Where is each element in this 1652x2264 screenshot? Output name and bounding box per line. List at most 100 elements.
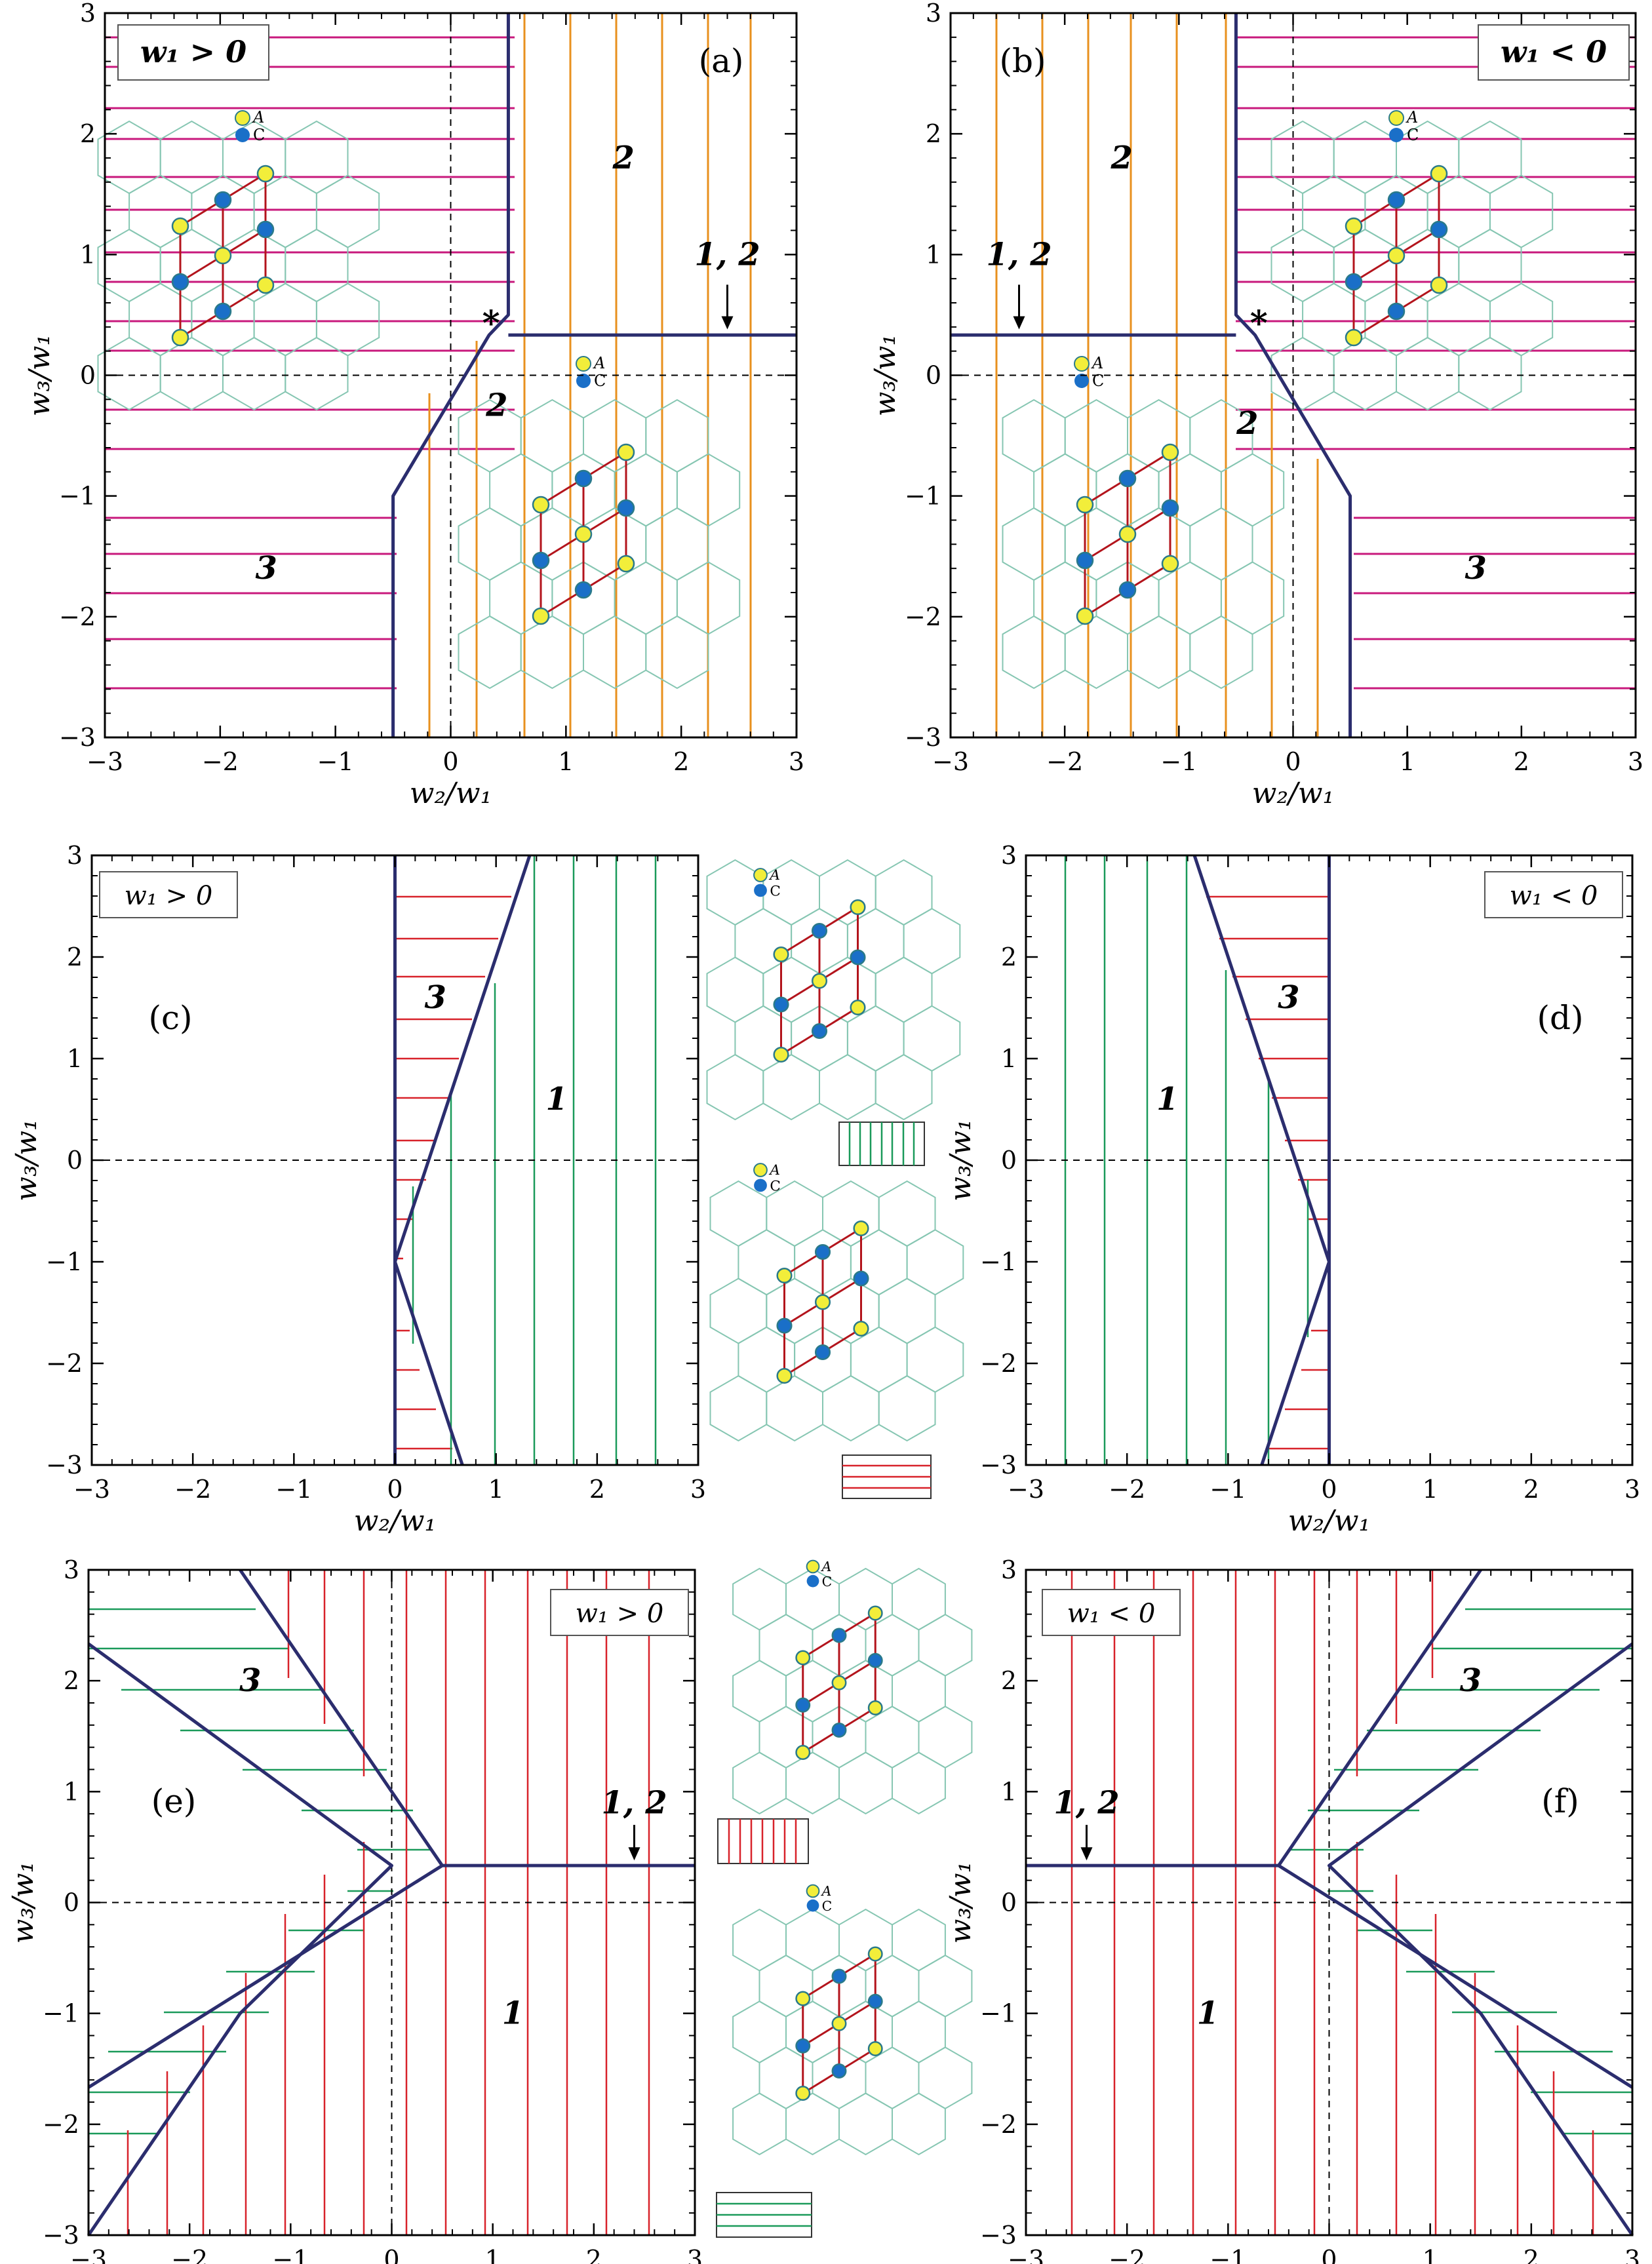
- region-label: 3: [255, 550, 277, 587]
- y-tick-label: 1: [1001, 1044, 1017, 1073]
- hex-cell: [838, 2092, 893, 2156]
- atoms: [1076, 443, 1179, 625]
- legend-atom-c: [754, 1179, 767, 1192]
- hex-cell: [892, 1751, 946, 1815]
- y-tick-label: −1: [980, 1999, 1017, 2028]
- legend-label-a: A: [768, 867, 780, 884]
- atom-a: [1161, 443, 1179, 461]
- atom-a: [776, 1367, 793, 1384]
- atoms: [795, 1605, 883, 1760]
- atom-c: [811, 1023, 828, 1040]
- hex-cell: [520, 507, 584, 581]
- x-tick-label: −2: [1046, 747, 1083, 776]
- legend-atom-a: [806, 1884, 820, 1898]
- region-label: 1, 2: [601, 1784, 667, 1821]
- atom-a: [256, 276, 275, 294]
- condition-box: [1042, 1589, 1181, 1636]
- y-tick-label: −2: [59, 602, 96, 631]
- atom-c: [814, 1243, 831, 1260]
- atom-c: [795, 1697, 811, 1713]
- hex-cell: [1189, 615, 1253, 690]
- region-label: *: [482, 303, 500, 343]
- legend-atom-c: [806, 1899, 819, 1912]
- x-tick-label: −2: [171, 2245, 208, 2264]
- hex-grid: [458, 399, 741, 690]
- x-tick-label: 2: [589, 1475, 605, 1504]
- hex-cell: [762, 956, 820, 1023]
- region-label: 3: [424, 979, 446, 1016]
- hex-cell: [1002, 399, 1066, 473]
- atom-c: [617, 499, 635, 517]
- hex-cell: [758, 1954, 814, 2018]
- legend-label-a: A: [252, 108, 264, 127]
- x-tick-label: −1: [317, 747, 354, 776]
- hex-cell: [97, 228, 161, 303]
- y-tick-label: −2: [980, 1349, 1017, 1378]
- y-tick-label: 0: [64, 1888, 79, 1917]
- atom-c: [867, 1993, 883, 2009]
- x-tick-label: 0: [384, 2245, 399, 2264]
- hex-cell: [1489, 283, 1554, 357]
- legend-atom-a: [806, 1559, 820, 1574]
- condition-label: w₁ < 0: [1510, 881, 1598, 911]
- y-tick-label: 2: [67, 943, 83, 971]
- atom-a: [256, 165, 275, 183]
- hex-cell: [785, 1908, 840, 1972]
- hex-cell: [1426, 283, 1491, 357]
- hex-cell: [1396, 336, 1460, 411]
- hex-cell: [458, 507, 522, 581]
- swatch-green-vertical: [838, 1122, 925, 1166]
- hex-cell: [892, 1567, 946, 1631]
- y-axis-label: w₃/w₁: [23, 334, 56, 416]
- hex-cell: [1333, 228, 1397, 303]
- phase-boundary-1: [87, 1569, 444, 2089]
- hex-cell: [732, 1751, 787, 1815]
- y-tick-label: 2: [64, 1666, 79, 1695]
- hex-cell: [1127, 615, 1191, 690]
- hex-cell: [918, 1706, 973, 1769]
- panel-label: (f): [1541, 1782, 1579, 1820]
- hex-cell: [706, 1053, 764, 1121]
- swatch-green-horizontal: [716, 2192, 812, 2238]
- region-label: 1, 2: [986, 236, 1052, 273]
- y-tick-label: 0: [80, 361, 96, 390]
- region-label: 2: [1236, 405, 1258, 442]
- hex-cell: [489, 453, 553, 527]
- hex-cell: [732, 1660, 787, 1723]
- hatch-magenta-lower-a: [105, 517, 397, 690]
- region-label: 3: [239, 1662, 261, 1699]
- y-tick-label: 3: [1001, 1555, 1017, 1584]
- hex-cell: [583, 399, 647, 473]
- condition-label: w₁ < 0: [1501, 34, 1607, 69]
- y-tick-label: 1: [64, 1777, 79, 1806]
- hex-cell: [614, 561, 678, 635]
- legend-label-c: C: [1407, 126, 1419, 144]
- hex-cell: [1127, 507, 1191, 581]
- hex-cell: [1458, 228, 1522, 303]
- y-tick-label: −3: [980, 1451, 1017, 1479]
- x-tick-label: 3: [690, 1475, 706, 1504]
- atom-c: [831, 1723, 847, 1738]
- hex-cell: [1270, 228, 1335, 303]
- y-tick-label: 3: [80, 0, 96, 28]
- hex-cell: [128, 174, 193, 248]
- hex-cell: [734, 908, 793, 975]
- atoms: [171, 165, 275, 347]
- atom-a: [617, 443, 635, 461]
- region-fills-f: [1071, 1570, 1632, 2235]
- atom-a: [1387, 246, 1406, 265]
- hex-cell: [906, 1229, 964, 1296]
- atom-a: [814, 1294, 831, 1310]
- atom-a: [532, 496, 550, 514]
- legend-label-a: A: [593, 354, 605, 372]
- atom-a: [532, 607, 550, 625]
- y-tick-label: −2: [43, 2110, 79, 2139]
- atom-a: [574, 525, 593, 543]
- hex-cell: [758, 1613, 814, 1677]
- hex-cell: [1458, 336, 1522, 411]
- x-tick-label: −1: [1160, 747, 1197, 776]
